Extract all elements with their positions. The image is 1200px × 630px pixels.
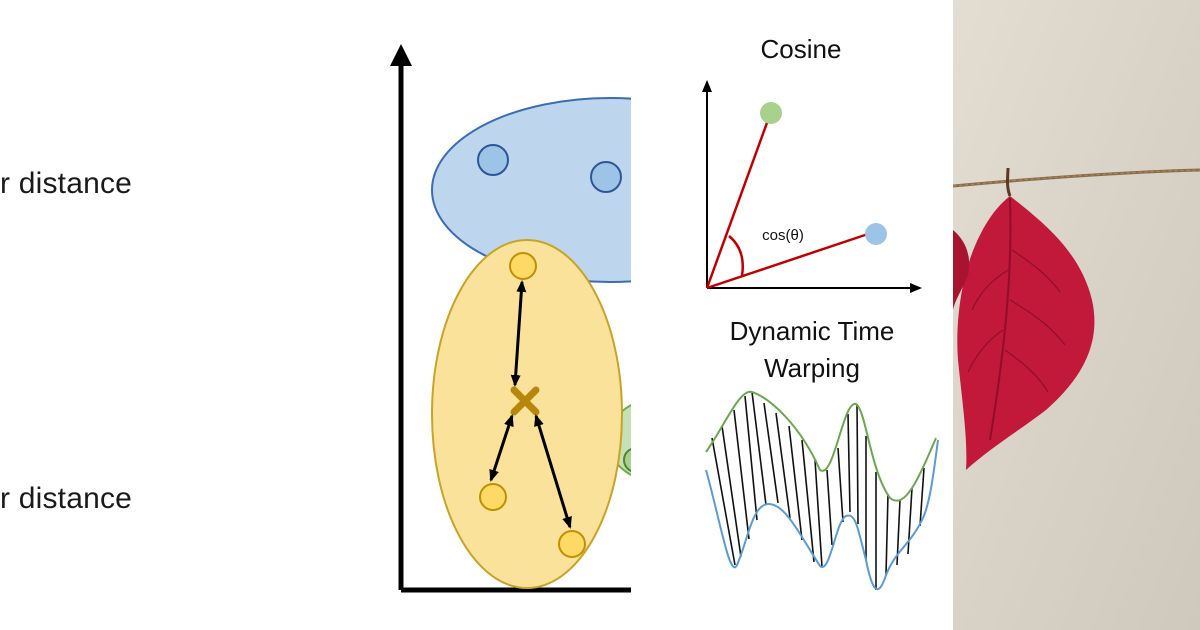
blue-point [477, 144, 509, 176]
dtw-title-line1: Dynamic Time [730, 316, 895, 346]
vector-blue [706, 232, 869, 290]
clustering-panel [390, 44, 648, 593]
cosine-title: Cosine [761, 34, 842, 64]
yellow-point [558, 530, 586, 558]
y-axis-arrow-icon [390, 44, 412, 66]
distance-arrow [489, 414, 514, 482]
distance-arrow [510, 280, 527, 387]
warping-lines [711, 391, 925, 590]
dtw-bottom-curve [705, 439, 939, 590]
blue-cluster [431, 97, 631, 283]
yellow-cluster [431, 239, 623, 589]
angle-arc [728, 235, 744, 277]
dtw-title-line2: Warping [764, 353, 860, 383]
distance-arrow [534, 414, 572, 529]
vector-green [705, 119, 770, 289]
dtw-panel: Dynamic Time Warping [705, 316, 939, 590]
dtw-top-curve [705, 390, 937, 502]
blue-point [590, 161, 622, 193]
red-cluster-fragment [632, 525, 648, 565]
angle-label: cos(θ) [762, 227, 804, 244]
blue-vector-point [865, 223, 887, 245]
green-point [623, 448, 631, 472]
leaf-stem [1006, 167, 1012, 197]
centroid-cross-icon [510, 386, 540, 416]
cosine-panel: Cosine cos(θ) [702, 34, 922, 293]
leaf-photo [953, 0, 1200, 630]
distance-label-top: r distance [0, 167, 133, 200]
yellow-point [479, 483, 507, 511]
yellow-point [509, 252, 537, 280]
distance-label-bottom: r distance [0, 482, 133, 515]
leaf [957, 196, 1095, 470]
leaf-back [953, 230, 970, 310]
cosine-x-arrow-icon [910, 283, 922, 293]
cosine-y-arrow-icon [702, 80, 712, 92]
green-vector-point [760, 102, 782, 124]
green-cluster [607, 404, 631, 476]
